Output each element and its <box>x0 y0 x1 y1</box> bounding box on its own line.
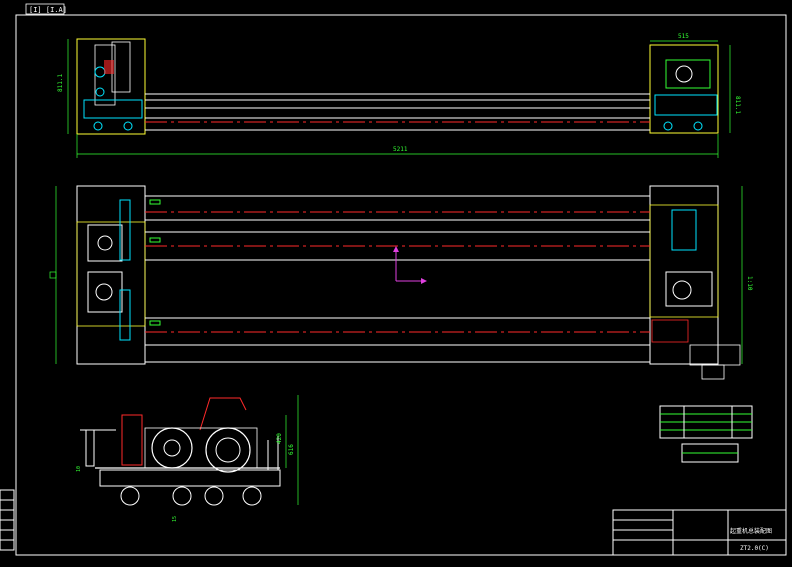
corner-tag-text: [I] [I.A] <box>29 6 67 14</box>
side-height-label-2: 616 <box>288 444 295 455</box>
front-elevation-view: 5211 811.1 811.1 515 <box>57 33 741 158</box>
wheel-1 <box>120 486 140 506</box>
drawing-border <box>15 14 787 556</box>
side-height-label-1: 420 <box>276 433 283 444</box>
corner-tag-box <box>25 3 65 15</box>
title-block-code: ZT2.0(C) <box>740 545 769 552</box>
ucs-axis-icon <box>393 246 427 284</box>
trolley-drum-left <box>151 427 193 469</box>
wheel-3 <box>204 486 224 506</box>
right-height-label: 811.1 <box>734 96 741 114</box>
wheel-4 <box>242 486 262 506</box>
plan-width-label: 1:10 <box>746 276 753 291</box>
overall-span-label: 5211 <box>393 146 408 153</box>
plan-right-carriage <box>649 185 719 365</box>
plan-view: 1:10 <box>49 185 753 380</box>
right-motor <box>665 59 711 89</box>
right-end-carriage <box>649 44 719 134</box>
wheel-2 <box>172 486 192 506</box>
revision-strip <box>0 489 15 551</box>
parts-table-small <box>659 405 753 463</box>
side-view-trolley: 420 616 10 15 <box>76 395 299 522</box>
side-small-label-2: 15 <box>172 516 178 522</box>
plan-left-carriage <box>76 185 146 365</box>
title-block-name: 起重机总装配图 <box>730 527 772 535</box>
trolley-drum-right <box>205 427 251 473</box>
side-small-label-1: 10 <box>76 466 82 472</box>
right-width-label: 515 <box>678 33 689 40</box>
left-end-carriage <box>76 38 146 135</box>
left-height-label: 811.1 <box>57 74 64 92</box>
title-block: 起重机总装配图 ZT2.0(C) <box>612 509 787 556</box>
